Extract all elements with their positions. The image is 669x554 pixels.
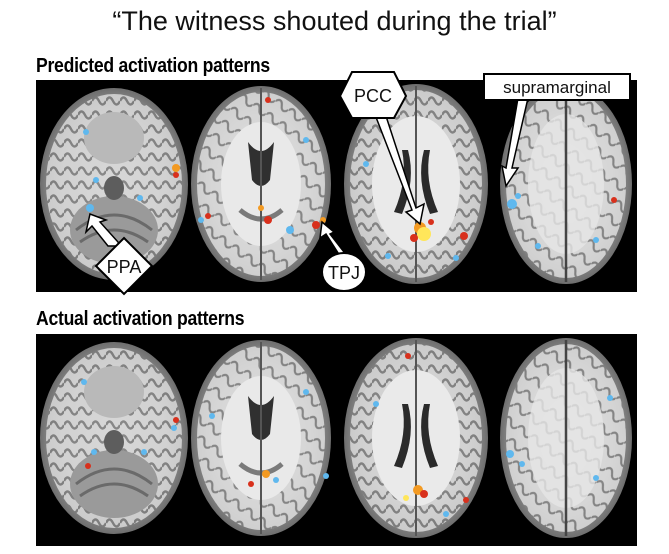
slice-2-actual: [191, 340, 331, 536]
predicted-brain-slices: [40, 84, 632, 284]
slice-3: [344, 84, 488, 284]
slice-4: [500, 84, 632, 284]
slice-1: [40, 88, 188, 280]
predicted-section-label: Predicted activation patterns: [36, 55, 270, 77]
predicted-panel: [36, 80, 637, 292]
slice-2: [191, 86, 331, 282]
figure-title: “The witness shouted during the trial”: [112, 6, 557, 36]
slice-4-actual: [500, 338, 632, 538]
actual-section-label: Actual activation patterns: [36, 308, 245, 330]
actual-activations: [81, 353, 613, 517]
actual-brain-slices: [40, 338, 632, 538]
slice-3-actual: [344, 338, 488, 538]
actual-panel: [36, 334, 637, 546]
slice-1-actual: [40, 342, 188, 534]
